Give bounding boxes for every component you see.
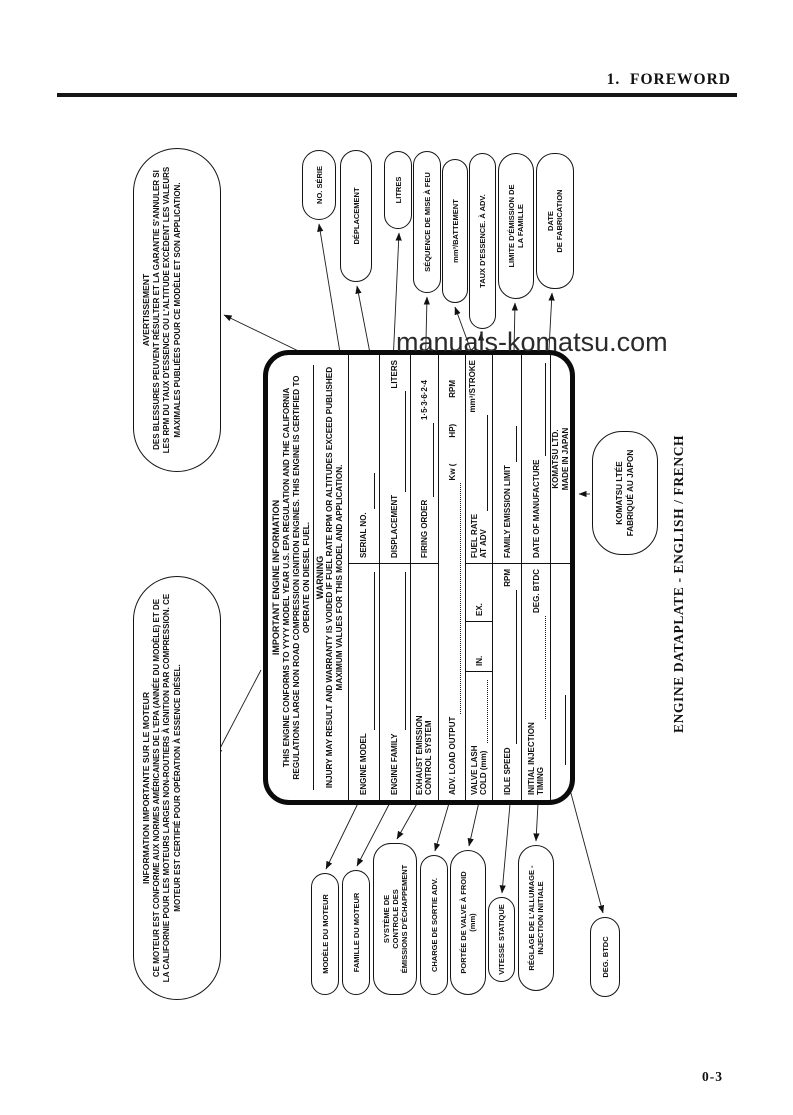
plate-paragraph: THIS ENGINE CONFORMS TO YYYY MODEL YEAR … xyxy=(282,375,311,780)
label-deplacement: DÉPLACEMENT xyxy=(340,150,372,282)
engine-dataplate: IMPORTANT ENGINE INFORMATION THIS ENGINE… xyxy=(263,350,575,805)
page-title: 1. FOREWORD xyxy=(606,71,731,88)
label-litres: LITRES xyxy=(384,151,412,229)
field-family-emission-limit: FAMILY EMISSION LIMIT xyxy=(502,465,512,558)
label-no-serie: NO. SÉRIE xyxy=(302,150,336,220)
label-portee-valve-froid: PORTÉE DE VALVE À FROID (mm) xyxy=(450,850,486,995)
field-adv-load-output: ADV. LOAD OUTPUT xyxy=(447,716,457,795)
row-maker: KOMATSU LTD. MADE IN JAPAN xyxy=(550,355,571,800)
label-modele-du-moteur: MODÈLE DU MOTEUR xyxy=(311,873,339,995)
field-hp: HP) xyxy=(447,423,457,438)
label-vitesse-statique: VITESSE STATIQUE xyxy=(488,897,515,982)
label-deg-btdc: DEG. BTDC xyxy=(590,917,620,997)
field-idle-speed: IDLE SPEED xyxy=(502,747,512,795)
label-famille-du-moteur: FAMILLE DU MOTEUR xyxy=(342,870,370,995)
plate-rule xyxy=(313,365,314,790)
label-charge-sortie-adv: CHARGE DE SORTIE ADV. xyxy=(420,855,448,995)
row-adv-load-output: ADV. LOAD OUTPUT Kw ( HP) RPM xyxy=(438,355,466,800)
field-komatsu: KOMATSU LTD. MADE IN JAPAN xyxy=(551,427,570,491)
field-initial-injection: INITIAL INJECTION TIMING xyxy=(526,722,546,795)
plate-header: IMPORTANT ENGINE INFORMATION THIS ENGINE… xyxy=(268,355,345,800)
field-kw: Kw ( xyxy=(447,463,457,481)
field-engine-family: ENGINE FAMILY xyxy=(390,733,400,796)
plate-warning-paragraph: INJURY MAY RESULT AND WARRANTY IS VOIDED… xyxy=(325,366,344,789)
field-ex: EX. xyxy=(474,603,484,616)
row-idle-speed: IDLE SPEED RPM FAMILY EMISSION LIMIT xyxy=(492,355,522,800)
label-limite-emission: LIMITE D'ÉMISSION DE LA FAMILLE xyxy=(498,153,534,299)
field-rpm: RPM xyxy=(447,380,457,398)
label-date-fabrication: DATE DE FABRICATION xyxy=(536,153,574,289)
label-mm3-battement: mm³/BATTEMENT xyxy=(442,159,468,303)
plate-table: ENGINE MODEL SERIAL NO. ENGINE FAMILY DI… xyxy=(348,355,571,800)
callout-title: AVERTISSEMENT xyxy=(141,273,151,347)
label-komatsu-ltee: KOMATSU LTÉE FABRIQUÉ AU JAPON xyxy=(592,431,658,555)
row-engine-family: ENGINE FAMILY DISPLACEMENT LITERS xyxy=(378,355,410,800)
field-in: IN. xyxy=(474,655,484,666)
figure-caption: ENGINE DATAPLATE - ENGLISH / FRENCH xyxy=(671,434,686,733)
callout-information-moteur: INFORMATION IMPORTANTE SUR LE MOTEUR CE … xyxy=(133,576,221,1000)
field-firing-order: FIRING ORDER xyxy=(419,499,429,558)
callout-avertissement: AVERTISSEMENT DES BLESSURES PEUVENT RÉSU… xyxy=(133,148,221,472)
page-number: 0-3 xyxy=(702,1069,723,1084)
field-serial-no: SERIAL NO. xyxy=(359,512,369,558)
row-valve-lash: VALVE LASH COLD (mm) IN. EX. FUEL RATE A… xyxy=(465,355,493,800)
row-initial-injection: INITIAL INJECTION TIMING DEG. BTDC DATE O… xyxy=(521,355,551,800)
field-engine-model: ENGINE MODEL xyxy=(359,733,369,795)
field-date-of-manufacture: DATE OF MANUFACTURE xyxy=(531,459,541,558)
field-rpm2: RPM xyxy=(502,569,512,587)
plate-title: IMPORTANT ENGINE INFORMATION xyxy=(271,499,281,656)
rotated-diagram: INFORMATION IMPORTANTE SUR LE MOTEUR CE … xyxy=(120,135,700,1015)
field-fuel-rate: FUEL RATE AT ADV xyxy=(469,513,489,558)
field-deg-btdc: DEG. BTDC xyxy=(531,569,541,613)
field-firing-order-value: 1·5·3·6·2·4 xyxy=(419,380,429,421)
field-valve-lash: VALVE LASH COLD (mm) xyxy=(469,745,489,795)
header-divider xyxy=(57,93,737,97)
label-sequence-mise-a-feu: SÉQUENCE DE MISE À FEU xyxy=(413,151,441,293)
plate-warning-title: WARNING xyxy=(315,555,325,600)
row-engine-model: ENGINE MODEL SERIAL NO. xyxy=(348,355,379,800)
field-stroke: mm³/STROKE xyxy=(468,360,478,413)
callout-title: INFORMATION IMPORTANTE SUR LE MOTEUR xyxy=(141,691,151,885)
watermark-text: manuals-komatsu.com xyxy=(396,327,668,357)
label-taux-essence-adv: TAUX D'ESSENCE. À ADV. xyxy=(469,153,496,329)
callout-body: DES BLESSURES PEUVENT RÉSULTER ET LA GAR… xyxy=(152,166,182,454)
row-exhaust-emission: EXHAUST EMISSION CONTROL SYSTEM FIRING O… xyxy=(409,355,439,800)
field-displacement: DISPLACEMENT xyxy=(390,494,400,558)
callout-body: CE MOTEUR EST CONFORME AUX NORMES AMÉRIC… xyxy=(152,593,182,983)
field-exhaust-emission: EXHAUST EMISSION CONTROL SYSTEM xyxy=(414,715,434,795)
label-reglage-allumage: RÉGLAGE DE L'ALLUMAGE - INJECTION INITIA… xyxy=(518,845,554,991)
label-systeme-controle: SYSTÈME DE CONTROLE DES ÉMISSIONS D'ÉCHA… xyxy=(373,843,417,995)
field-liters: LITERS xyxy=(390,360,400,389)
